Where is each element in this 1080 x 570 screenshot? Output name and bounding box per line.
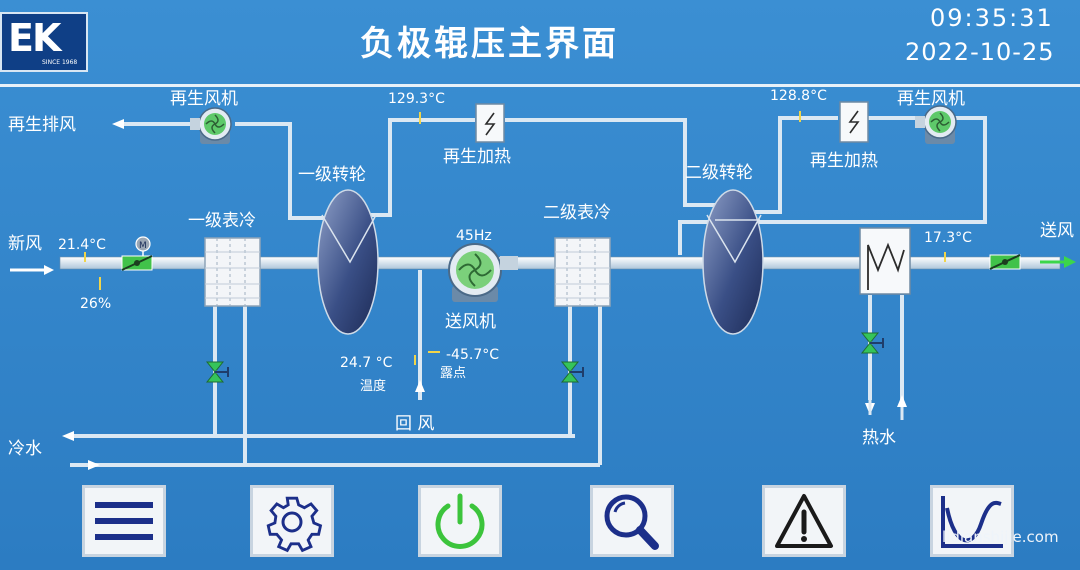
supply-fan[interactable] [448, 243, 518, 302]
supply-air-damper[interactable] [989, 254, 1021, 270]
search-icon [604, 494, 659, 550]
page-title: 负极辊压主界面 [360, 24, 619, 64]
label-wheel-1: 一级转轮 [298, 165, 366, 185]
search-button[interactable] [590, 485, 674, 557]
second-stage-desiccant-wheel[interactable] [702, 189, 764, 335]
header-divider [0, 84, 1080, 87]
label-supply-air: 送风 [1040, 221, 1074, 241]
label-temperature: 温度 [360, 378, 386, 394]
second-stage-cooling-coil[interactable] [554, 237, 611, 307]
regen-heater-1[interactable] [475, 103, 505, 143]
power-button[interactable] [418, 485, 502, 557]
hot-water-valve[interactable] [860, 332, 884, 354]
trend-chart-icon [941, 496, 1003, 548]
label-dew-point: 露点 [440, 366, 466, 381]
chilled-water-in-arrow [88, 460, 100, 470]
bottom-toolbar [0, 475, 1080, 570]
hot-water-stubs [868, 400, 904, 420]
ek-logo: EK SINCE 1968 [0, 12, 88, 72]
warning-icon [775, 494, 833, 548]
logo-since: SINCE 1968 [42, 59, 78, 66]
regen-fan-left[interactable] [190, 107, 232, 144]
label-regen-heat-1: 再生加热 [443, 147, 511, 167]
fresh-air-damper[interactable] [121, 255, 153, 271]
trend-button[interactable] [930, 485, 1014, 557]
label-regen-fan-left: 再生风机 [170, 89, 238, 109]
logo-text: EK [8, 16, 61, 60]
menu-icon [95, 502, 153, 540]
clock-date: 2022-10-25 [905, 38, 1055, 66]
first-stage-cooling-coil[interactable] [204, 237, 261, 307]
value-regen-temp-2: 128.8°C [770, 88, 827, 104]
process-diagram: 再生排风 再生风机 再生风机 再生加热 再生加热 一级转轮 二级转轮 一级表冷 … [8, 88, 1076, 470]
motor-m-label: M [139, 241, 147, 251]
label-fresh-air: 新风 [8, 234, 42, 254]
value-supply-temp: 17.3°C [924, 230, 972, 246]
chilled-water-valve-2[interactable] [560, 361, 584, 383]
hot-water-in-arrow [897, 395, 907, 407]
value-fresh-temp: 21.4°C [58, 237, 106, 253]
chilled-water-pipes [70, 295, 904, 467]
settings-button[interactable] [250, 485, 334, 557]
value-supply-fan-freq: 45Hz [456, 228, 492, 244]
value-return-dew: -45.7°C [446, 347, 499, 363]
value-regen-temp-1: 129.3°C [388, 91, 445, 107]
hot-water-heating-coil[interactable] [859, 227, 911, 295]
value-return-temp: 24.7 °C [340, 355, 393, 371]
first-stage-desiccant-wheel[interactable] [317, 189, 379, 335]
regen-pipes-1 [120, 118, 715, 220]
menu-button[interactable] [82, 485, 166, 557]
label-return-air: 回 风 [395, 414, 434, 434]
return-air-arrow [415, 380, 425, 392]
label-coil-2: 二级表冷 [543, 203, 611, 223]
chilled-water-out-arrow [62, 431, 74, 441]
regen-fan-right[interactable] [915, 105, 957, 144]
label-regen-exhaust: 再生排风 [8, 115, 76, 135]
label-supply-fan: 送风机 [445, 312, 496, 332]
supply-air-arrow-head [1064, 256, 1076, 268]
label-hot-water: 热水 [862, 428, 896, 448]
alarm-button[interactable] [762, 485, 846, 557]
label-regen-heat-2: 再生加热 [810, 151, 878, 171]
exhaust-arrow-head [112, 119, 124, 129]
chilled-water-valve-1[interactable] [205, 361, 229, 383]
fresh-air-arrow-head [44, 265, 54, 275]
regen-heater-2[interactable] [839, 101, 869, 143]
label-regen-fan-right: 再生风机 [897, 89, 965, 109]
value-fresh-humidity: 26% [80, 296, 111, 312]
label-wheel-2: 二级转轮 [685, 163, 753, 183]
gear-icon [266, 496, 323, 553]
label-chilled-water: 冷水 [8, 439, 42, 459]
watermark: lidianshijie.com [942, 528, 1059, 546]
power-icon [435, 493, 485, 549]
label-coil-1: 一级表冷 [188, 211, 256, 231]
clock-time: 09:35:31 [930, 4, 1054, 32]
sensor-taps [84, 111, 946, 365]
